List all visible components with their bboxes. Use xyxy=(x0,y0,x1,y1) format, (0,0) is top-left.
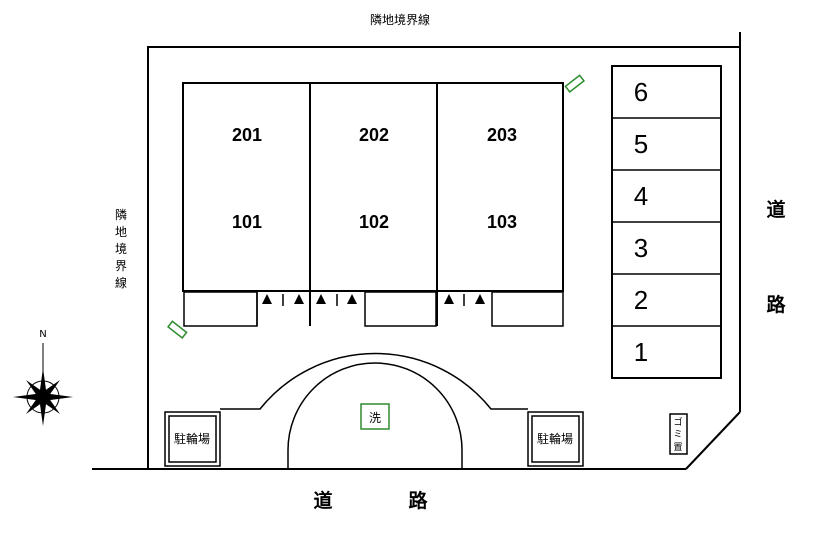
up-arrow-icon xyxy=(444,294,454,304)
unit-label: 101 xyxy=(232,212,262,232)
bicycle-parking-left: 駐輪場 xyxy=(164,411,221,467)
entrance-arrows xyxy=(262,294,485,304)
parking-space-number: 6 xyxy=(634,77,648,107)
bottom-road-label: 道 路 xyxy=(313,489,428,512)
units-upper: 201 202 203 xyxy=(232,125,517,145)
green-marker xyxy=(564,74,585,93)
parking-area: 6 5 4 3 2 1 xyxy=(611,65,722,379)
parking-space-number: 5 xyxy=(634,129,648,159)
up-arrow-icon xyxy=(262,294,272,304)
unit-label: 201 xyxy=(232,125,262,145)
svg-text:線: 線 xyxy=(115,275,127,290)
svg-text:路: 路 xyxy=(766,293,786,316)
svg-text:駐輪場: 駐輪場 xyxy=(537,431,573,446)
svg-text:置: 置 xyxy=(673,442,682,453)
up-arrow-icon xyxy=(347,294,357,304)
parking-space-number: 3 xyxy=(634,233,648,263)
compass-icon: N xyxy=(13,329,73,426)
svg-text:地: 地 xyxy=(115,225,127,239)
svg-text:ミ: ミ xyxy=(673,430,682,440)
svg-text:隣: 隣 xyxy=(115,207,127,222)
svg-text:ゴ: ゴ xyxy=(673,416,682,428)
arched-driveway xyxy=(220,352,528,468)
unit-label: 202 xyxy=(359,125,389,145)
unit-label: 103 xyxy=(487,212,517,232)
units-lower: 101 102 103 xyxy=(232,212,517,232)
svg-text:道: 道 xyxy=(766,198,785,221)
up-arrow-icon xyxy=(475,294,485,304)
parking-space-number: 1 xyxy=(634,337,648,367)
svg-text:駐輪場: 駐輪場 xyxy=(174,431,210,446)
garbage-area: ゴ ミ 置 xyxy=(669,413,688,455)
svg-text:N: N xyxy=(39,329,46,340)
up-arrow-icon xyxy=(294,294,304,304)
svg-text:洗: 洗 xyxy=(369,411,381,425)
svg-text:道: 道 xyxy=(313,489,332,512)
apartment-building xyxy=(182,82,564,326)
green-marker xyxy=(167,320,188,339)
parking-space-number: 2 xyxy=(634,285,648,315)
right-road-label: 道 路 xyxy=(766,198,786,316)
entrance-area xyxy=(183,291,564,327)
svg-text:界: 界 xyxy=(115,259,127,273)
wash-area: 洗 xyxy=(360,403,390,430)
parking-space-number: 4 xyxy=(634,181,648,211)
svg-text:路: 路 xyxy=(408,489,428,512)
unit-label: 102 xyxy=(359,212,389,232)
svg-text:境: 境 xyxy=(115,241,127,256)
site-boundary xyxy=(92,32,741,470)
bicycle-parking-right: 駐輪場 xyxy=(527,411,584,467)
left-boundary-label: 隣 地 境 界 線 xyxy=(115,207,127,290)
up-arrow-icon xyxy=(316,294,326,304)
unit-label: 203 xyxy=(487,125,517,145)
top-boundary-label: 隣地境界線 xyxy=(370,12,430,27)
